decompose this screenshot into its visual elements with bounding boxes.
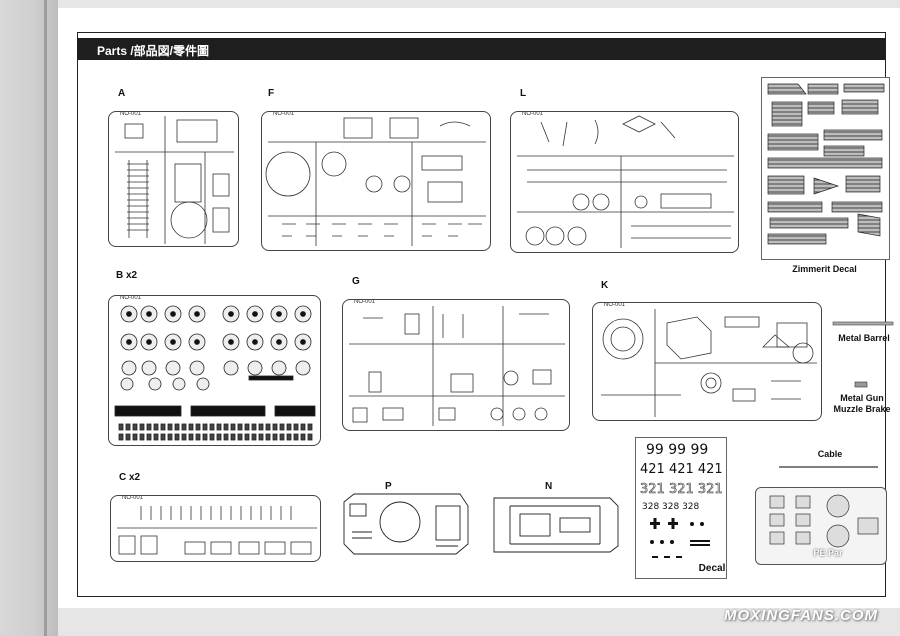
sprue-f-drawing — [265, 117, 486, 246]
hull-top-p — [343, 493, 469, 555]
watermark: MOXINGFANS.COM — [723, 607, 878, 624]
sprue-l-tag: NO-001 — [521, 111, 545, 117]
hull-p-label: P — [385, 481, 392, 492]
sprue-a: NO-001 — [108, 111, 239, 247]
sprue-l-drawing — [517, 115, 734, 248]
pe-fret-drawing — [769, 494, 879, 548]
sprue-b-label: B x2 — [116, 270, 138, 281]
decal-sheet: 99 99 99 421 421 421 321 321 321 328 328… — [635, 437, 727, 579]
sprue-b-drawing — [114, 305, 316, 441]
cable-part — [779, 466, 878, 468]
sprue-k-tag: NO-001 — [603, 302, 627, 308]
parts-title-bar: Parts /部品図/零件圖 — [77, 38, 886, 60]
sprue-g-tag: NO-001 — [353, 299, 377, 305]
decal-caption: Decal — [698, 563, 726, 574]
scan-edge — [0, 0, 58, 636]
sprue-a-drawing — [115, 116, 234, 244]
sprue-c-label: C x2 — [119, 472, 141, 483]
sprue-f-label: F — [268, 88, 275, 99]
fold-line — [44, 0, 47, 636]
metal-barrel-part — [832, 321, 894, 326]
muzzle-brake-caption: Metal Gun Muzzle Brake — [833, 393, 891, 414]
metal-barrel-caption: Metal Barrel — [838, 333, 890, 343]
hull-n-label: N — [545, 481, 553, 492]
pe-fret — [755, 487, 887, 565]
sprue-l-label: L — [520, 88, 527, 99]
zimmerit-drawing — [767, 83, 885, 245]
decal-row-321: 321 321 321 — [640, 482, 723, 498]
muzzle-brake-part — [854, 381, 868, 388]
sprue-a-label: A — [118, 88, 126, 99]
cable-caption: Cable — [817, 449, 843, 459]
sprue-k-drawing — [601, 309, 817, 417]
sprue-g-label: G — [352, 276, 360, 287]
pe-parts-caption: PE Par — [813, 548, 843, 558]
sprue-c-tag: NO-001 — [121, 495, 145, 501]
hull-bottom-n — [493, 497, 619, 553]
sprue-g-drawing — [349, 306, 565, 426]
sprue-k: NO-001 — [592, 302, 822, 421]
sprue-g: NO-001 — [342, 299, 570, 431]
sprue-l: NO-001 — [510, 111, 739, 253]
page-title: Parts /部品図/零件圖 — [97, 44, 210, 58]
sprue-k-label: K — [601, 280, 609, 291]
sprue-f: NO-001 — [261, 111, 491, 251]
sprue-b-tag: NO-001 — [119, 295, 143, 301]
zimmerit-decal-caption: Zimmerit Decal — [792, 264, 857, 274]
decal-row-328: 328 328 328 — [642, 502, 700, 512]
decal-row-421: 421 421 421 — [640, 462, 723, 477]
zimmerit-decal-sheet — [761, 77, 890, 260]
decal-symbols — [650, 518, 710, 558]
sprue-a-tag: NO-001 — [119, 111, 143, 117]
decal-row-99: 99 99 99 — [646, 442, 709, 458]
sprue-c-drawing — [117, 506, 317, 555]
sprue-c: NO-001 — [110, 495, 321, 562]
sprue-b: NO-001 — [108, 295, 321, 446]
sprue-f-tag: NO-001 — [272, 111, 296, 117]
